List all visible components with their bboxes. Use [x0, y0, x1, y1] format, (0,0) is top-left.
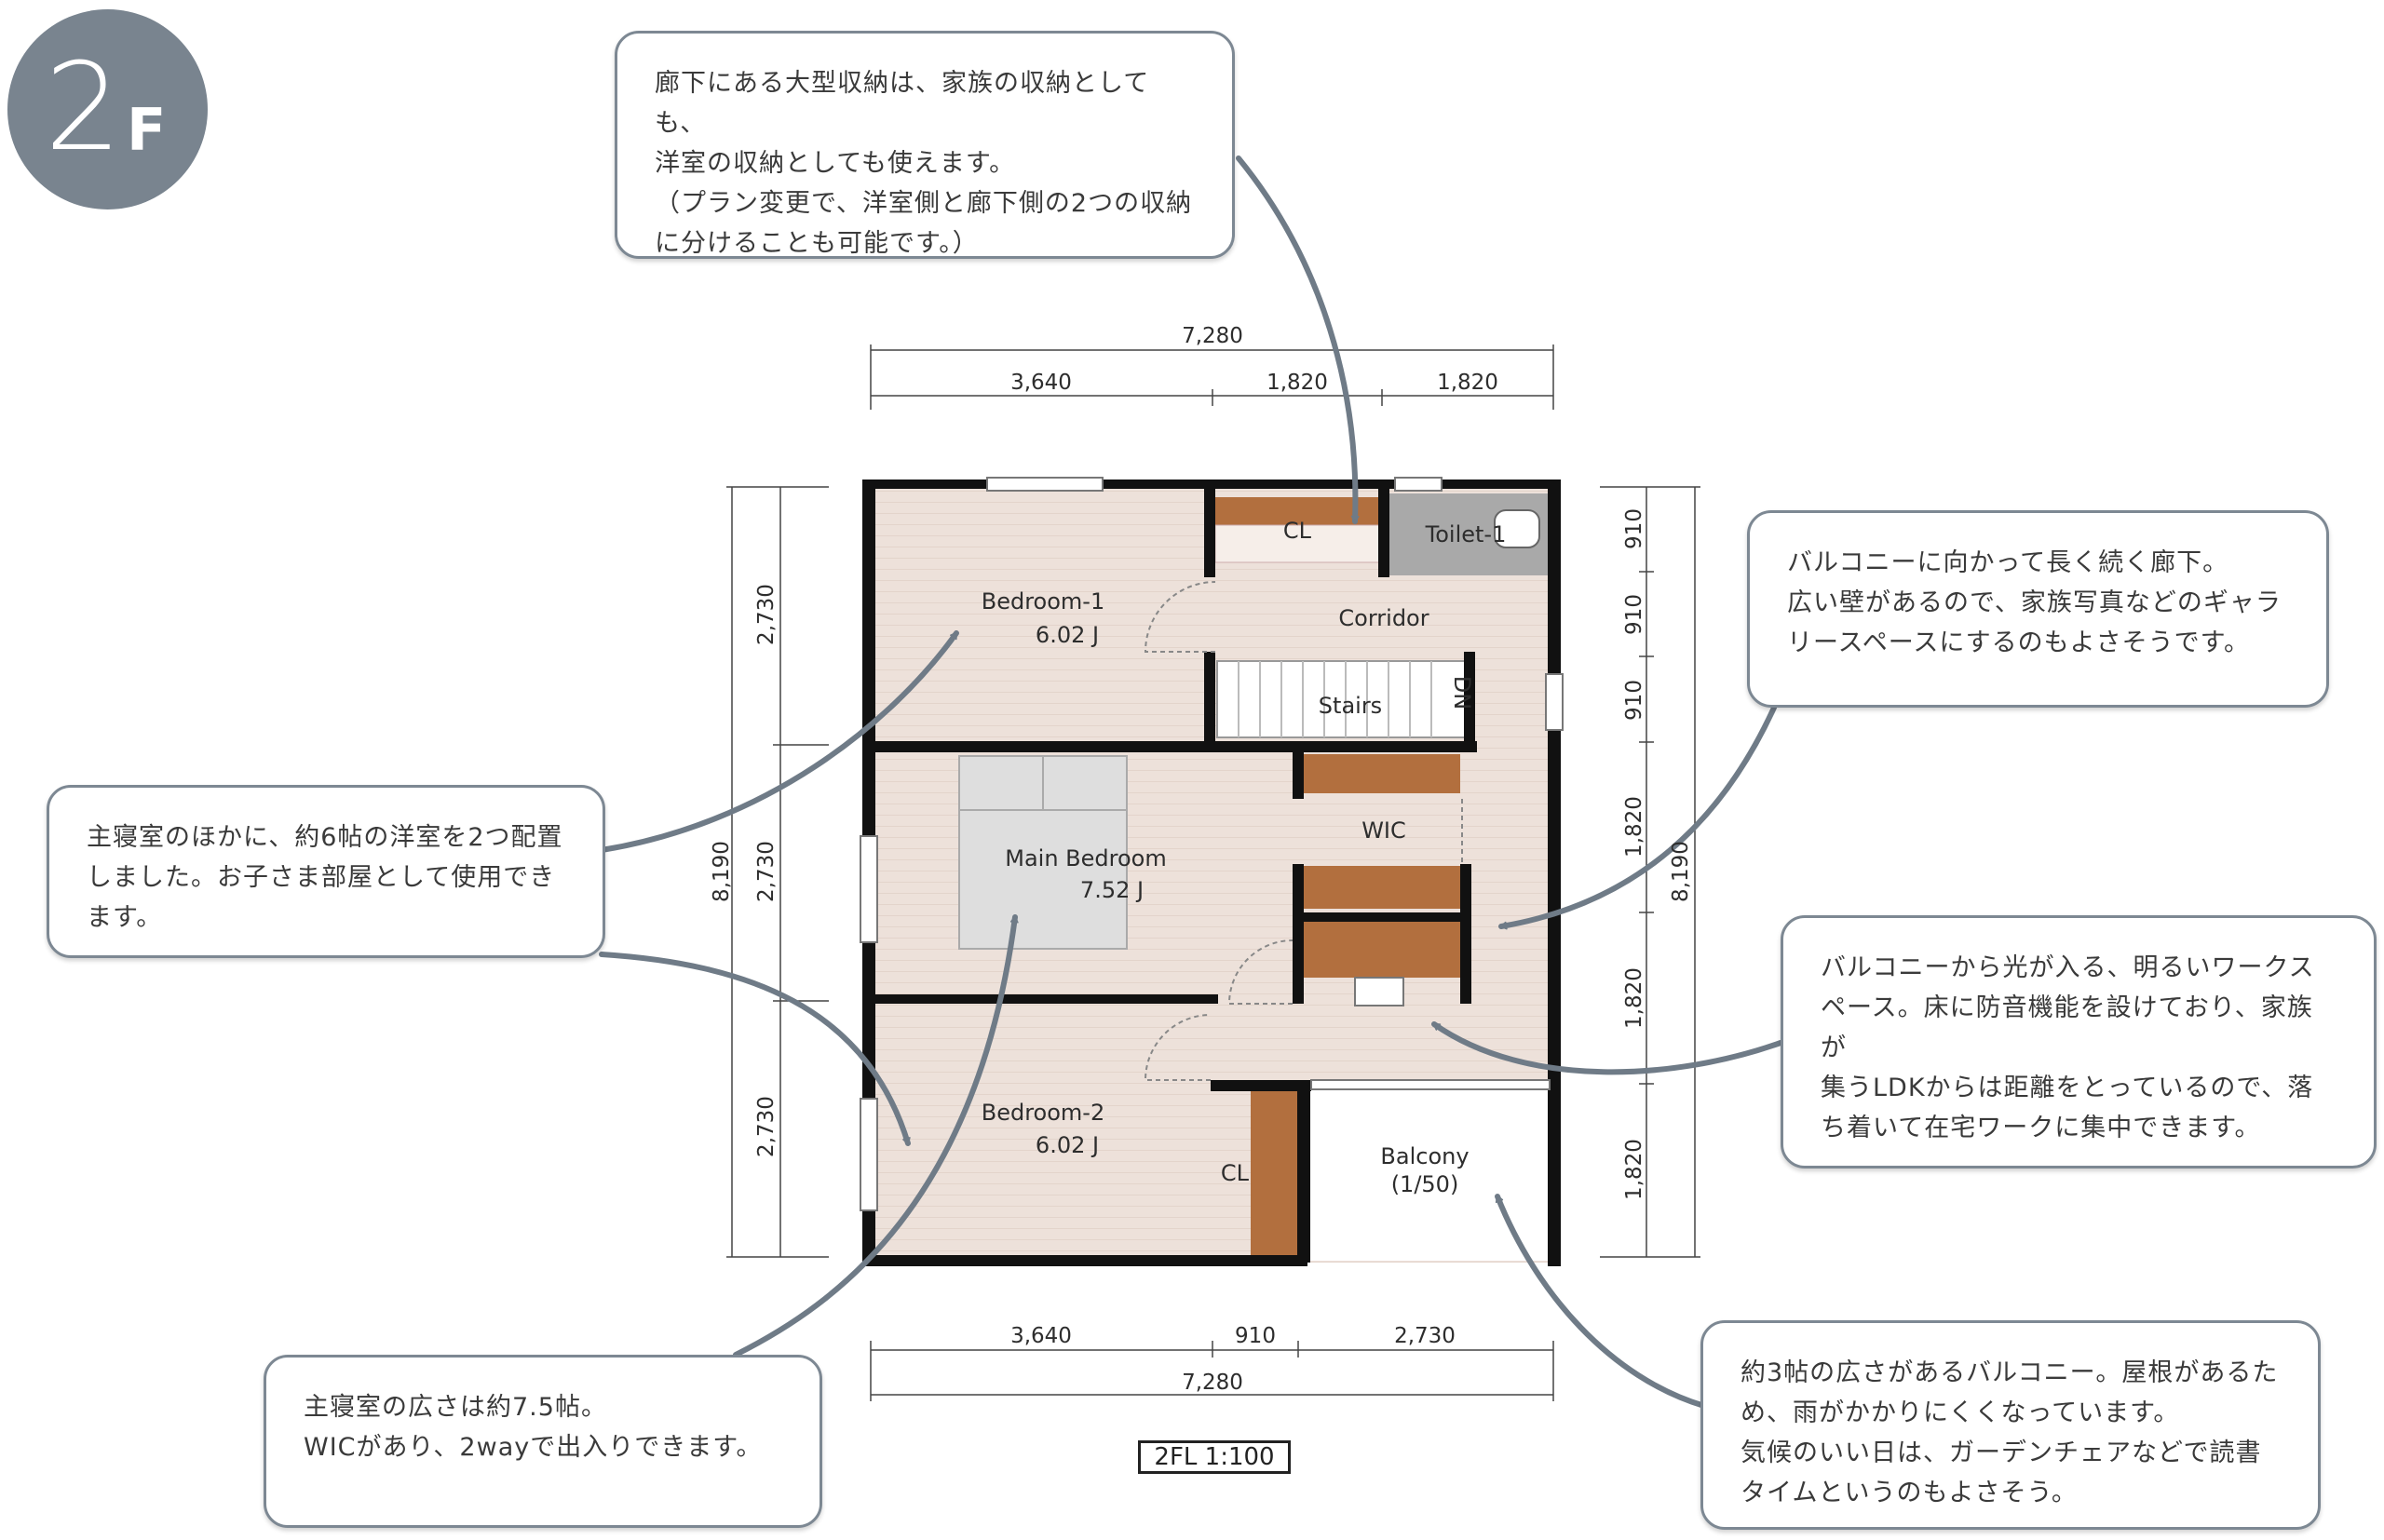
main-bedroom-name: Main Bedroom [1005, 845, 1166, 871]
bedroom2-size: 6.02 J [1036, 1132, 1099, 1158]
dim-right-e: 1,820 [1622, 967, 1646, 1029]
bedroom1-size: 6.02 J [1036, 622, 1099, 648]
wall-bottom [862, 1255, 1307, 1266]
work-chair [1354, 977, 1404, 1006]
closet-top-label: CL [1283, 518, 1312, 544]
dim-top-b: 1,820 [1266, 371, 1328, 395]
dim-top-a: 3,640 [1010, 371, 1072, 395]
stairs-label: Stairs [1319, 693, 1382, 719]
floor-number: 2 [45, 36, 122, 178]
dim-left-a: 2,730 [754, 584, 779, 645]
callout-main-bedroom: 主寝室の広さは約7.5帖。 WICがあり、2wayで出入りできます。 [264, 1355, 822, 1528]
arrow-bedroom1 [599, 630, 959, 853]
arrow-workspace [1431, 1021, 1783, 1075]
arrow-corridor [1498, 705, 1777, 930]
dim-right-f: 1,820 [1622, 1139, 1646, 1200]
dim-left-c: 2,730 [754, 1096, 779, 1157]
arrow-balcony [1495, 1194, 1707, 1409]
dim-right-a: 910 [1622, 508, 1646, 549]
dim-left-b: 2,730 [754, 841, 779, 902]
arrow-bedroom2 [599, 952, 911, 1146]
toilet-label: Toilet-1 [1425, 521, 1507, 547]
callout-workspace: バルコニーから光が入る、明るいワークス ペース。床に防音機能を設けており、家族が… [1781, 915, 2377, 1169]
corridor-label: Corridor [1338, 605, 1429, 631]
dim-left-total: 8,190 [710, 841, 734, 902]
main-bedroom-size: 7.52 J [1080, 877, 1144, 903]
closet-bottom-label: CL [1221, 1160, 1250, 1186]
bedroom1-name: Bedroom-1 [982, 588, 1104, 615]
arrow-storage [1236, 155, 1360, 524]
dim-bottom-c: 2,730 [1394, 1324, 1456, 1348]
callout-balcony: 約3帖の広さがあるバルコニー。屋根があるた め、雨がかかりにくくなっています。 … [1700, 1320, 2321, 1530]
arrow-main-bedroom [733, 914, 1019, 1358]
floor-badge: 2 F [7, 9, 208, 209]
wic-shelf-2 [1304, 866, 1460, 909]
scale-label: 2FL 1:100 [1138, 1440, 1291, 1474]
dim-bottom-b: 910 [1235, 1324, 1276, 1348]
balcony-slope: (1/50) [1391, 1171, 1459, 1197]
wic-label: WIC [1361, 817, 1406, 844]
wall-right [1548, 480, 1561, 1266]
floor-suffix: F [127, 96, 167, 164]
dim-top-total: 7,280 [1182, 324, 1243, 348]
closet-bottom [1251, 1091, 1297, 1255]
callout-corridor: バルコニーに向かって長く続く廊下。 広い壁があるので、家族写真などのギャラ リー… [1747, 510, 2329, 708]
dim-bottom-total: 7,280 [1182, 1371, 1243, 1395]
dim-bottom-a: 3,640 [1010, 1324, 1072, 1348]
dn-label: DN [1449, 676, 1475, 709]
balcony-label: Balcony [1380, 1143, 1469, 1169]
bedroom2-name: Bedroom-2 [982, 1100, 1104, 1126]
dim-top-c: 1,820 [1437, 371, 1498, 395]
dim-right-d: 1,820 [1622, 796, 1646, 858]
callout-bedrooms: 主寝室のほかに、約6帖の洋室を2つ配置 しました。お子さま部屋として使用でき ま… [47, 785, 605, 958]
dim-right-c: 910 [1622, 680, 1646, 721]
dim-right-b: 910 [1622, 594, 1646, 635]
dim-right-total: 8,190 [1669, 841, 1693, 902]
callout-storage: 廊下にある大型収納は、家族の収納としても、 洋室の収納としても使えます。 （プラ… [615, 31, 1235, 259]
wic-shelf-1 [1304, 754, 1460, 793]
wic-shelf-3 [1304, 922, 1460, 978]
